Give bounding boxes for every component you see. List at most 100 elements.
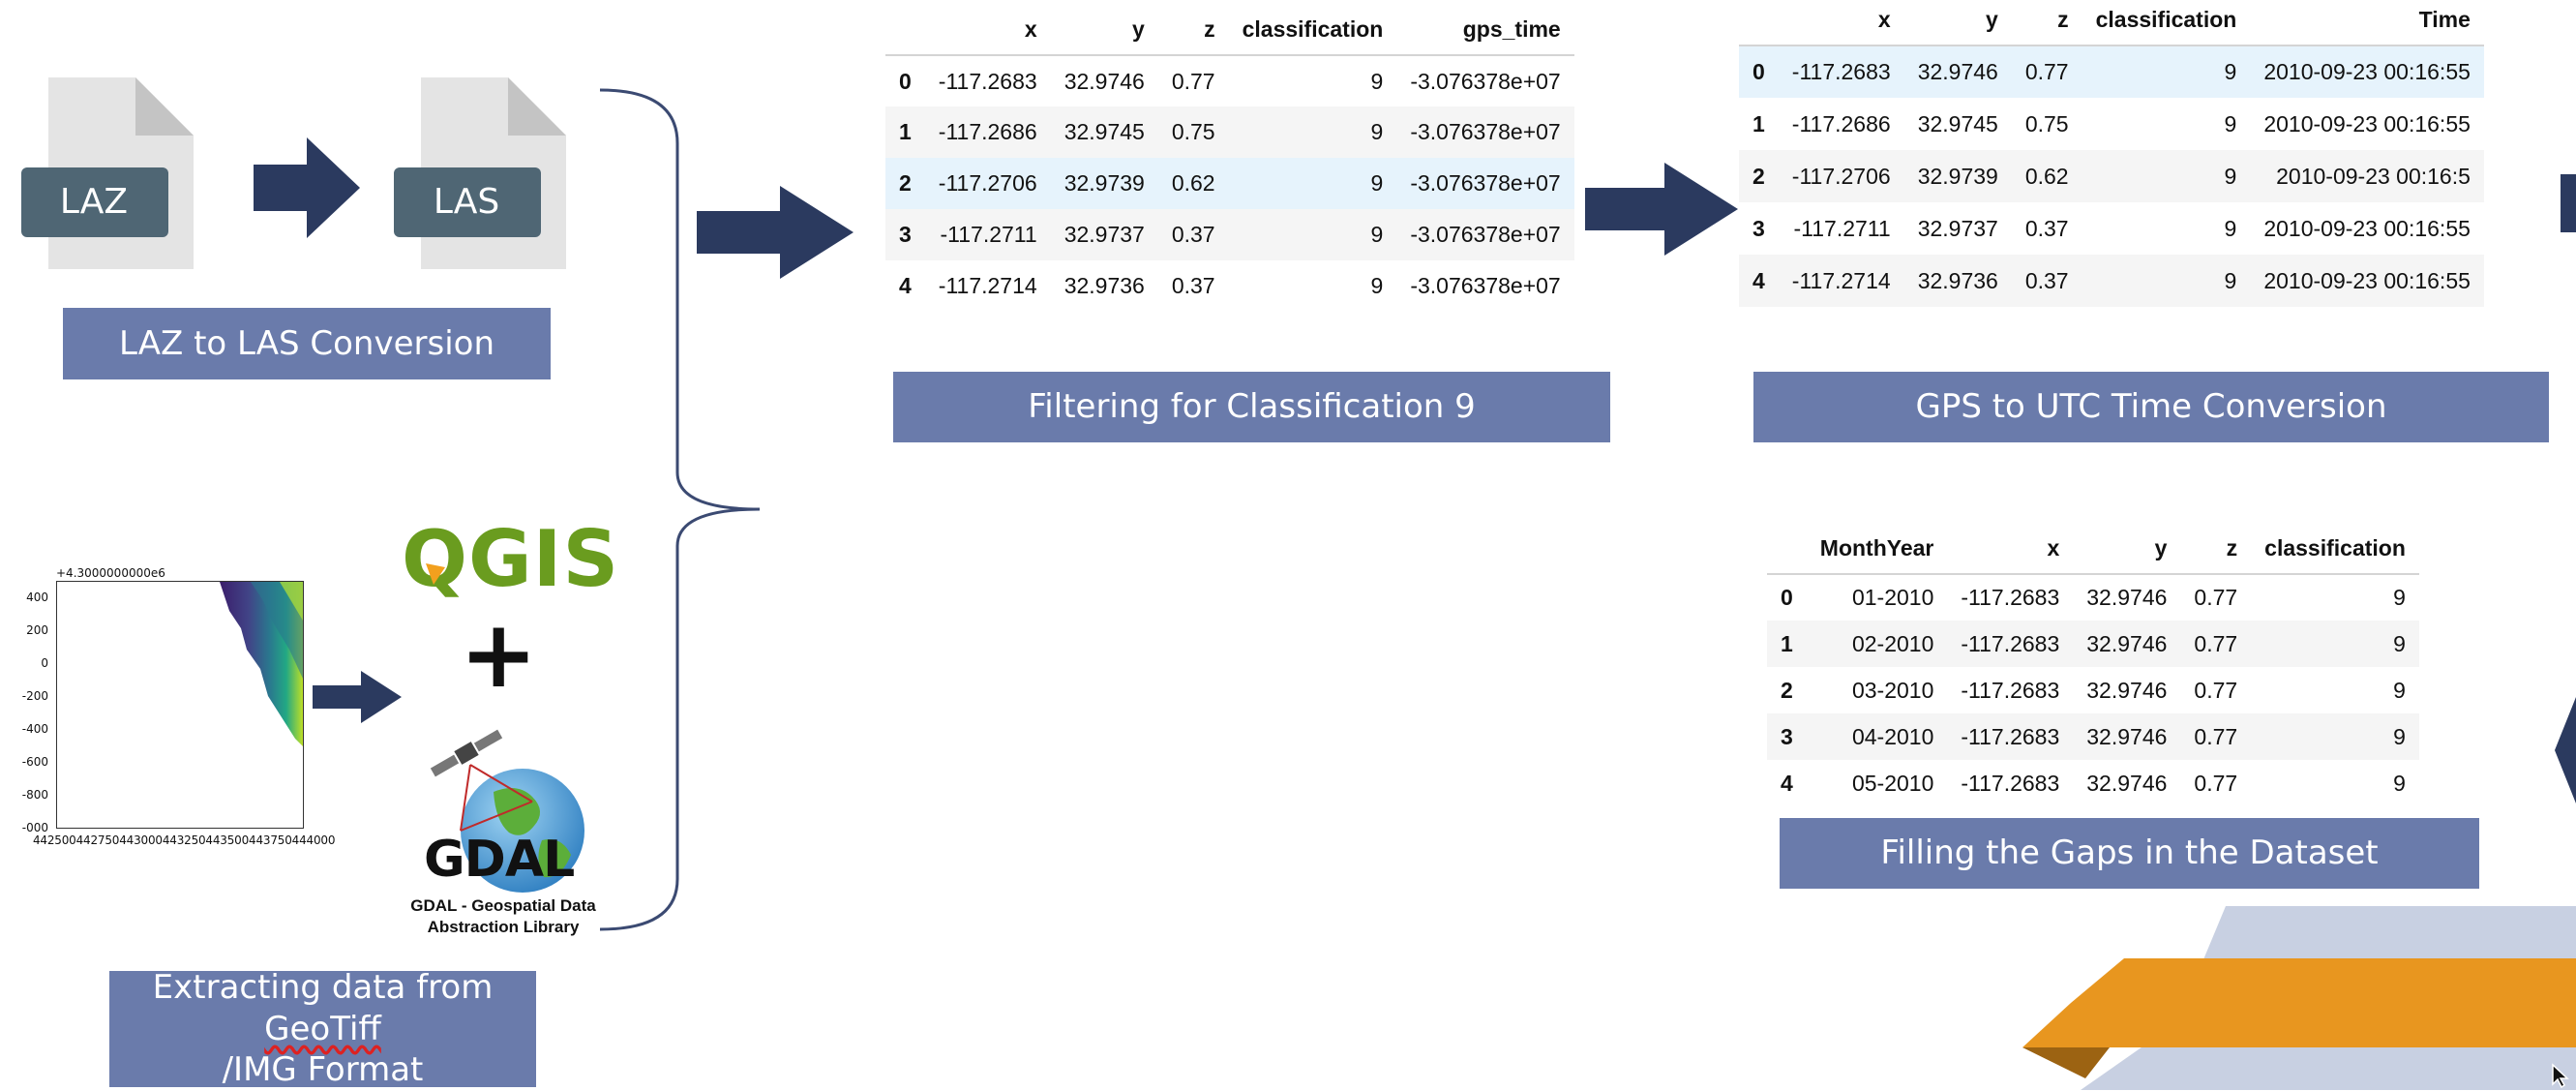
cell: 0.77: [2011, 45, 2082, 98]
cell: 0.62: [1157, 158, 1229, 209]
cell: 0.37: [1157, 209, 1229, 260]
laz-label: LAZ: [59, 182, 129, 222]
cell: -117.2683: [1961, 770, 2060, 796]
table-row: 3 04-2010 -117.2683 32.9746 0.77 9: [1767, 713, 2419, 760]
cell: 32.9737: [1917, 215, 1998, 241]
cell: 32.9736: [1903, 255, 2012, 307]
laz-to-las-title: LAZ to LAS Conversion: [118, 323, 494, 363]
plot-ytick: -800: [21, 788, 48, 802]
cell: -117.2706: [1778, 150, 1904, 202]
cell: -117.2714: [1778, 255, 1904, 307]
cell: -3.076378e+07: [1410, 68, 1561, 94]
cell: 9: [1370, 273, 1384, 298]
gdal-logo-text: GDAL: [424, 831, 575, 889]
table-row: 0 01-2010 -117.2683 32.9746 0.77 9: [1767, 574, 2419, 621]
cell: 0.37: [1171, 273, 1215, 298]
cell: -117.2683: [1947, 621, 2074, 667]
plot-ytick: 200: [26, 623, 48, 637]
row-index: 4: [1781, 770, 1793, 796]
cell: 9: [2393, 585, 2406, 610]
row-index: 4: [1739, 255, 1779, 307]
cell: -3.076378e+07: [1396, 158, 1574, 209]
cell: 32.9746: [1063, 68, 1145, 94]
cell: 0.62: [2011, 150, 2082, 202]
cell: 32.9746: [1903, 45, 2012, 98]
cell: 9: [2393, 770, 2406, 796]
qgis-q-accent-icon: [426, 563, 445, 585]
cell: 9: [2082, 150, 2251, 202]
cell: 32.9746: [2073, 713, 2181, 760]
gaps-col-monthyear: MonthYear: [1806, 523, 1948, 575]
plot-offset-label: +4.3000000000e6: [56, 566, 165, 580]
gaps-table: MonthYear x y z classification 0 01-2010…: [1767, 523, 2419, 806]
utc-col-z: z: [2011, 0, 2082, 46]
cell: 32.9737: [1050, 209, 1158, 260]
filter-col-gps-time: gps_time: [1396, 4, 1574, 56]
decorative-chevron-band: [2022, 906, 2576, 1090]
utc-table: x y z classification Time 0 -117.2683 32…: [1739, 0, 2484, 307]
plot-ytick: -200: [21, 689, 48, 703]
plus-sign: +: [460, 600, 538, 709]
plot-ytick: -600: [21, 755, 48, 769]
cell: 9: [2082, 255, 2251, 307]
table-row: 3 -117.2711 32.9737 0.37 9 -3.076378e+07: [885, 209, 1574, 260]
filter-col-index: [885, 4, 925, 56]
geotiff-plot: [56, 581, 304, 829]
cell: 2010-09-23 00:16:55: [2250, 255, 2484, 307]
filter-table-header: x y z classification gps_time: [885, 4, 1574, 56]
cell: -117.2683: [1961, 585, 2060, 610]
laz-to-las-banner: LAZ to LAS Conversion: [63, 308, 551, 379]
cell: 32.9745: [1050, 106, 1158, 158]
right-edge-arrow-fragment: [2561, 174, 2576, 232]
gaps-table-header: MonthYear x y z classification: [1767, 523, 2419, 575]
cell: 9: [2251, 621, 2419, 667]
plot-ytick: -400: [21, 722, 48, 736]
filter-col-z: z: [1157, 4, 1229, 56]
cell: 32.9746: [2086, 770, 2168, 796]
gdal-caption: GDAL - Geospatial Data Abstraction Libra…: [406, 895, 600, 938]
row-index: 3: [1767, 713, 1807, 760]
laz-file-icon: [21, 77, 194, 269]
cell: 0.77: [2180, 621, 2252, 667]
arrow-icon: [313, 671, 402, 723]
cell: 9: [1228, 158, 1397, 209]
utc-col-y: y: [1903, 0, 2012, 46]
plot-ytick: -000: [21, 821, 48, 834]
cell: 9: [1370, 68, 1384, 94]
filter-table: x y z classification gps_time 0 -117.268…: [885, 4, 1574, 312]
plot-xtick-labels: 4425004427504430004432504435004437504440…: [33, 833, 336, 847]
table-row: 2 03-2010 -117.2683 32.9746 0.77 9: [1767, 667, 2419, 713]
cell: 2010-09-23 00:16:5: [2250, 150, 2484, 202]
table-row: 4 05-2010 -117.2683 32.9746 0.77 9: [1767, 760, 2419, 806]
extract-geotiff-word: GeoTiff: [264, 1009, 381, 1048]
table-row: 0 -117.2683 32.9746 0.77 9 2010-09-23 00…: [1739, 45, 2484, 98]
arrow-icon: [1585, 163, 1738, 256]
gaps-col-classification: classification: [2251, 523, 2419, 575]
cell: 0.77: [1171, 68, 1215, 94]
row-index: 1: [885, 106, 925, 158]
filtering-banner: Filtering for Classification 9: [893, 372, 1610, 442]
cell: 9: [2393, 677, 2406, 703]
gaps-col-x: x: [1947, 523, 2074, 575]
row-index: 4: [899, 273, 912, 298]
utc-col-x: x: [1778, 0, 1904, 46]
plot-ytick: 0: [41, 656, 48, 670]
cell: -117.2683: [938, 68, 1037, 94]
cell: 0.37: [2011, 255, 2082, 307]
table-row: 1 -117.2686 32.9745 0.75 9 2010-09-23 00…: [1739, 98, 2484, 150]
arrow-icon: [697, 186, 854, 279]
terrain-raster-image: [220, 582, 303, 746]
table-row: 2 -117.2706 32.9739 0.62 9 2010-09-23 00…: [1739, 150, 2484, 202]
utc-col-classification: classification: [2082, 0, 2251, 46]
gdal-caption-line2: Abstraction Library: [427, 918, 580, 937]
cell: 9: [1228, 106, 1397, 158]
gps-utc-title: GPS to UTC Time Conversion: [1915, 387, 2387, 427]
cell: 02-2010: [1806, 621, 1948, 667]
merge-bracket: [599, 88, 761, 931]
cell: 32.9745: [1917, 110, 1998, 136]
cell: 0.75: [2024, 110, 2069, 136]
row-index: 1: [1752, 110, 1765, 136]
row-index: 2: [885, 158, 925, 209]
cell: 04-2010: [1806, 713, 1948, 760]
cell: -117.2714: [938, 273, 1037, 298]
